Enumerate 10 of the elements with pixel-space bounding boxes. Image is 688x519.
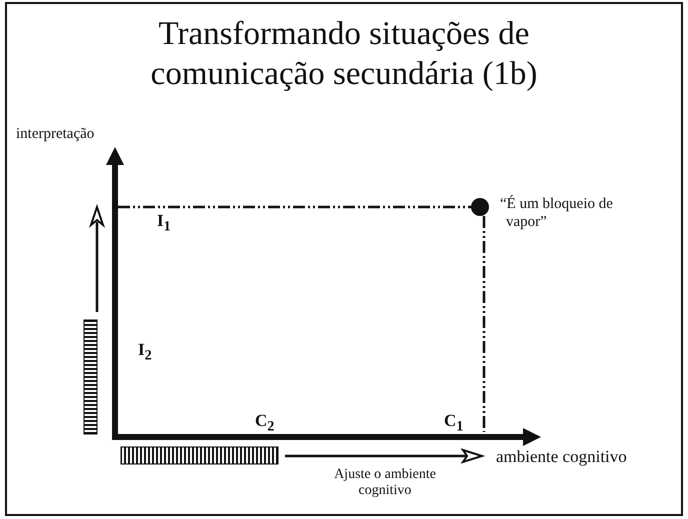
point-label: C$_{2}$ <box>255 411 276 435</box>
point-label: C$_{1}$ <box>444 411 464 435</box>
axis-label: ambiente cognitivo <box>496 447 628 467</box>
point-label: I$_{2}$ <box>138 340 153 364</box>
point-marker <box>471 198 489 216</box>
point-label: I$_{1}$ <box>157 211 172 235</box>
title: Transformando situações de comunicação secundária (1b) <box>150 15 538 94</box>
quote-text: “É um bloqueio de vapor” <box>500 195 614 231</box>
arrow-caption: Ajuste o ambiente cognitivo <box>333 467 437 500</box>
axis-label: interpretação <box>16 126 96 144</box>
